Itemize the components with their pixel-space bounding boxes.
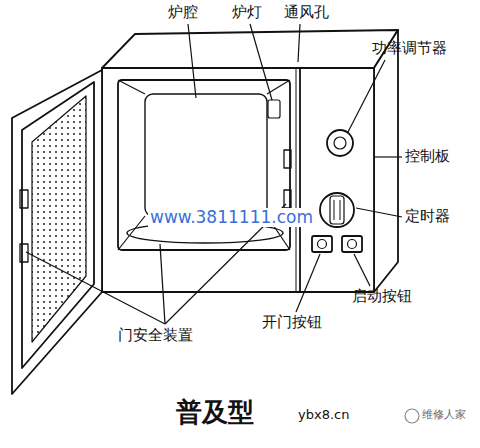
watermark: 维修人家 [422, 409, 466, 421]
part-label: 炉灯 [232, 4, 262, 21]
part-label: 启动按钮 [352, 288, 412, 305]
part-label: 炉腔 [168, 4, 198, 21]
watermark: ybx8.cn [298, 408, 349, 422]
part-label: 开门按钮 [262, 314, 322, 331]
part-label: 控制板 [405, 148, 450, 165]
part-label: 通风孔 [284, 4, 329, 21]
watermark: www.3811111.com [148, 208, 315, 227]
caption: 普及型 [176, 398, 254, 427]
part-label: 定时器 [405, 208, 450, 225]
part-label: 门安全装置 [118, 327, 193, 344]
part-label: 功率调节器 [372, 40, 447, 57]
